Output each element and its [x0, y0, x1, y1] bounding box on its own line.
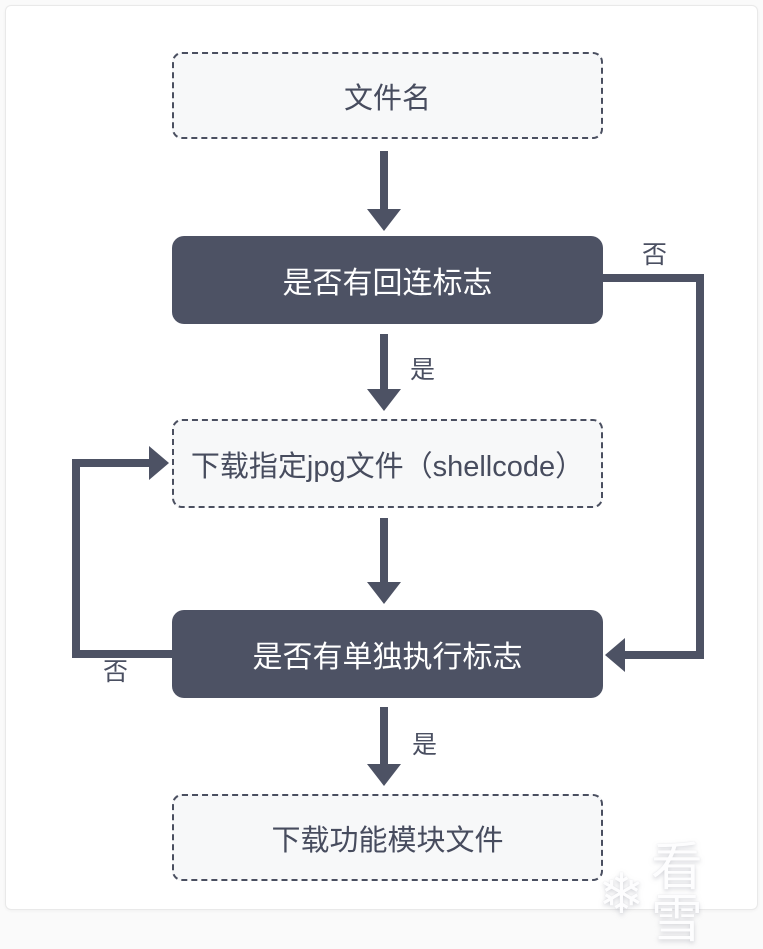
arrow-right-icon [149, 446, 169, 480]
edge-label-yes-bottom: 是 [412, 731, 438, 759]
arrow-shaft [380, 707, 388, 765]
node-standalone-flag-label: 是否有单独执行标志 [252, 641, 523, 674]
node-callback-flag: 是否有回连标志 [172, 236, 603, 324]
node-filename: 文件名 [172, 52, 603, 139]
edge-label-no-left: 否 [103, 658, 129, 686]
arrow-shaft [380, 518, 388, 583]
arrow-down-icon [367, 209, 401, 231]
flowchart-card: 文件名 是否有回连标志 下载指定jpg文件（shellcode） 是否有单独执行… [5, 5, 758, 946]
connector-segment [625, 651, 704, 659]
arrow-down-icon [367, 582, 401, 604]
node-download-jpg-label: 下载指定jpg文件（shellcode） [190, 450, 585, 483]
arrow-left-icon [605, 638, 625, 672]
arrow-shaft [380, 334, 388, 390]
watermark: ❄ 看雪 [598, 842, 757, 946]
arrow-shaft [380, 151, 388, 210]
node-standalone-flag: 是否有单独执行标志 [172, 610, 603, 698]
snowflake-icon: ❄ [598, 862, 645, 925]
node-download-module: 下载功能模块文件 [172, 794, 603, 881]
arrow-down-icon [367, 389, 401, 411]
node-filename-label: 文件名 [343, 82, 431, 115]
node-download-module-label: 下载功能模块文件 [271, 824, 504, 857]
connector-segment [72, 459, 80, 658]
connector-segment [72, 459, 150, 467]
node-callback-flag-label: 是否有回连标志 [282, 267, 493, 300]
connector-segment [696, 274, 704, 659]
edge-label-yes-top: 是 [410, 356, 436, 384]
arrow-down-icon [367, 764, 401, 786]
node-download-jpg: 下载指定jpg文件（shellcode） [172, 419, 603, 508]
connector-segment [76, 650, 172, 658]
edge-label-no-right: 否 [642, 241, 668, 269]
watermark-text: 看雪 [650, 839, 705, 949]
connector-segment [598, 274, 704, 282]
